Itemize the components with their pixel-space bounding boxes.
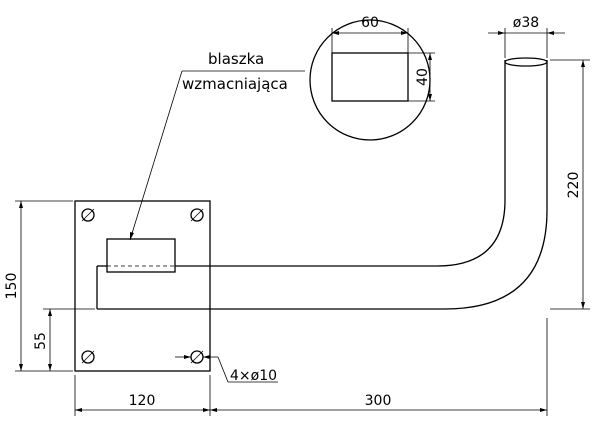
plate-label-group: blaszka wzmacniająca [129, 50, 305, 241]
bolt-hole-bottom-left [81, 350, 95, 364]
dim-arm-length: 300 [365, 393, 392, 409]
dim-plate-height: 40 [415, 68, 431, 86]
label-holes: 4×ø10 [230, 368, 277, 384]
base-plate [74, 200, 211, 372]
tube-end [504, 57, 548, 67]
base-plate-outline [74, 200, 211, 372]
detail-circle [309, 19, 431, 141]
tube-inner-edge [175, 60, 506, 267]
label-leader-line [129, 70, 183, 241]
plate-detail-view: 60 40 [309, 15, 435, 141]
tube-arm [96, 57, 548, 371]
dim-plate-width: 60 [361, 15, 379, 31]
dim-tube-offset-group: 55 [33, 308, 95, 371]
dim-vertical-rise: 220 [566, 172, 582, 199]
dim-base-height-group: 150 [4, 200, 73, 372]
bolt-hole-top-left [81, 208, 95, 222]
dim-vertical-rise-group: 220 [550, 59, 590, 310]
dim-bottom-group: 120 300 [74, 318, 548, 416]
dim-tube-diameter: ø38 [513, 15, 539, 31]
bolt-hole-bottom-right [190, 350, 204, 364]
dim-tube-diameter-group: ø38 [488, 15, 565, 58]
label-plate-line1: blaszka [208, 50, 264, 68]
dim-base-width: 120 [129, 393, 156, 409]
label-plate-line2: wzmacniająca [182, 75, 288, 93]
dim-base-height: 150 [4, 273, 20, 300]
reinforcement-plate [106, 238, 176, 273]
tube-outer-edge [210, 60, 548, 310]
holes-callout-group: 4×ø10 [175, 355, 278, 384]
dim-tube-offset: 55 [33, 332, 49, 350]
detail-plate-rect [331, 52, 409, 102]
bolt-hole-top-right [190, 208, 204, 222]
